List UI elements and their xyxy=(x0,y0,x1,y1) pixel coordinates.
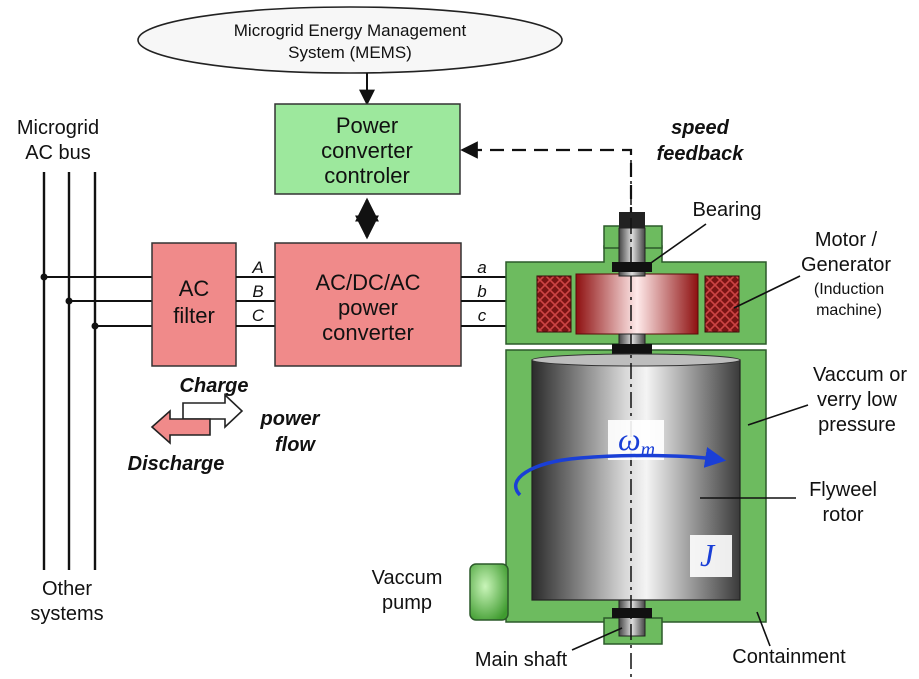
controller-label-line2: converter xyxy=(321,138,413,163)
vacuum-label-line1: Vaccum or xyxy=(813,364,907,386)
converter-label-line3: converter xyxy=(322,320,414,345)
motor-label-line1: Motor / xyxy=(815,229,878,251)
controller-label-line3: controler xyxy=(324,163,410,188)
charge-label: Charge xyxy=(180,375,249,397)
speed-feedback-line xyxy=(460,141,633,265)
phase-label-B: B xyxy=(252,282,263,301)
power-flow-label-line2: flow xyxy=(275,434,316,456)
mems-cloud: Microgrid Energy Management System (MEMS… xyxy=(137,6,563,74)
filter-label-line2: filter xyxy=(173,303,215,328)
ac-bus-label-line1: Microgrid xyxy=(17,117,99,139)
vacuum-leader xyxy=(747,404,809,426)
converter-label-line1: AC/DC/AC xyxy=(315,270,420,295)
microgrid-ac-bus: Microgrid AC bus xyxy=(17,117,152,570)
bearing-leader xyxy=(647,223,707,266)
vacuum-pump: Vaccum pump xyxy=(372,563,509,621)
containment-leader xyxy=(756,611,771,647)
lower-bearing xyxy=(612,608,652,618)
motor-label-line3: (Induction xyxy=(814,281,884,298)
inertia-symbol: J xyxy=(700,537,716,573)
filter-label-line1: AC xyxy=(179,276,210,301)
ac-bus-label-line2: AC bus xyxy=(25,142,91,164)
phase-label-A: A xyxy=(251,258,263,277)
middle-bearing xyxy=(612,344,652,354)
motor-rotor xyxy=(575,273,699,335)
ac-filter-box: AC filter xyxy=(151,242,237,367)
vacuum-pump-label-line2: pump xyxy=(382,592,432,614)
converter-label-line2: power xyxy=(338,295,398,320)
speed-feedback-label-line1: speed xyxy=(671,117,730,139)
phase-label-c: c xyxy=(478,306,487,325)
power-converter-controller: Power converter controler xyxy=(274,103,461,195)
inertia-box xyxy=(690,535,732,577)
power-flow-indicator: Charge Discharge power flow xyxy=(128,375,321,475)
rotor-label-line2: rotor xyxy=(822,504,863,526)
vacuum-label-line3: pressure xyxy=(818,414,896,436)
phase-label-b: b xyxy=(477,282,486,301)
other-systems-label-line2: systems xyxy=(30,603,103,625)
phase-label-a: a xyxy=(477,258,486,277)
motor-leader xyxy=(733,275,801,309)
omega-box xyxy=(608,420,664,460)
main-shaft-label: Main shaft xyxy=(475,649,568,671)
mems-label-line2: System (MEMS) xyxy=(288,43,412,62)
motor-label-line2: Generator xyxy=(801,254,891,276)
rotor-label-line1: Flyweel xyxy=(809,479,877,501)
ac-dc-ac-converter-box: AC/DC/AC power converter xyxy=(274,242,462,367)
power-flow-label-line1: power xyxy=(260,408,321,430)
mems-label-line1: Microgrid Energy Management xyxy=(234,21,467,40)
phase-label-C: C xyxy=(252,306,265,325)
stator-coil-left xyxy=(536,275,572,333)
discharge-arrow xyxy=(150,409,211,445)
motor-label-line4: machine) xyxy=(816,302,882,319)
speed-feedback-label-line2: feedback xyxy=(657,143,745,165)
vacuum-pump-label-line1: Vaccum xyxy=(372,567,443,589)
containment-label: Containment xyxy=(732,646,846,668)
other-systems-label-line1: Other xyxy=(42,578,92,600)
bearing-label: Bearing xyxy=(693,199,762,221)
rotation-arrow xyxy=(513,447,727,497)
main-shaft xyxy=(612,212,652,637)
motor-generator xyxy=(515,272,757,336)
stator-coil-right xyxy=(704,275,740,333)
upper-bearing xyxy=(612,262,652,272)
vacuum-label-line2: verry low xyxy=(817,389,898,411)
discharge-label: Discharge xyxy=(128,453,225,475)
controller-label-line1: Power xyxy=(336,113,398,138)
main-shaft-leader xyxy=(571,627,623,651)
